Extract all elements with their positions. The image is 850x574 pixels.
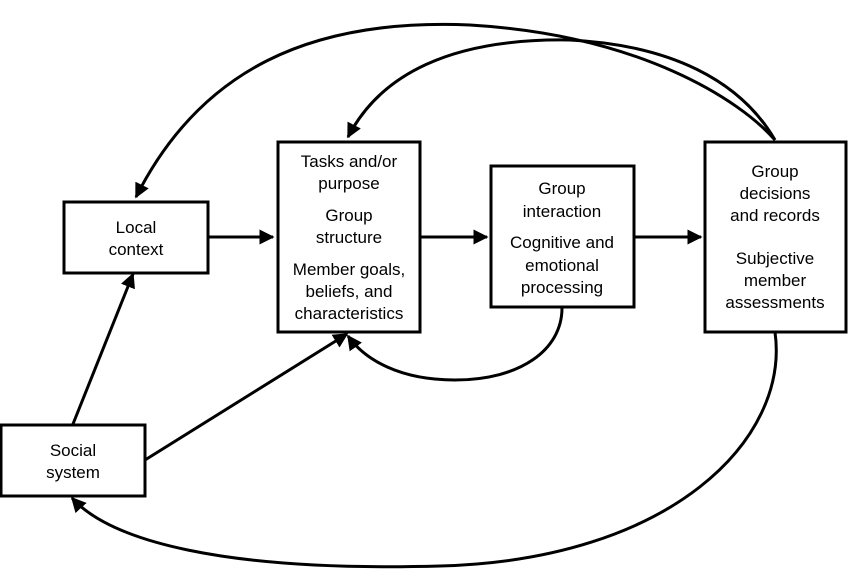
node-group-interaction: Group interaction Cognitive and emotiona… [489,164,636,309]
node-social-system: Social system [0,423,147,498]
node-group-decisions: Group decisions and records Subjective m… [703,140,848,334]
edge-decisions-to-tasks [346,38,777,141]
node-group-interaction-line: emotional [525,256,599,275]
node-group-interaction-line: interaction [523,202,601,221]
node-tasks-structure-line: purpose [318,174,379,193]
edge-decisions-to-social-system [70,331,778,569]
node-tasks-structure-line: Tasks and/or [301,152,398,171]
edges [70,22,778,569]
edge-social-to-tasks [144,332,349,462]
node-tasks-structure-line: characteristics [295,304,404,323]
edge-social-to-local-context [71,272,135,425]
node-tasks-structure-line: Group [325,206,372,225]
node-group-decisions-line: and records [730,206,820,225]
node-group-decisions-line: member [744,271,807,290]
node-local-context: Local context [62,200,210,275]
node-tasks-structure: Tasks and/or purpose Group structure Mem… [276,140,422,334]
node-group-decisions-line: assessments [725,293,824,312]
node-social-system-line: Social [50,441,96,460]
node-group-interaction-line: Group [538,179,585,198]
node-group-decisions-line: Group [751,162,798,181]
node-tasks-structure-line: beliefs, and [306,282,393,301]
node-tasks-structure-line: structure [316,228,382,247]
node-tasks-structure-line: Member goals, [293,260,405,279]
node-local-context-line: context [109,240,164,259]
node-local-context-line: Local [116,218,157,237]
node-group-interaction-line: Cognitive and [510,233,614,252]
edge-decisions-to-local-context [134,22,777,199]
node-social-system-line: system [46,463,100,482]
node-group-interaction-line: processing [521,278,603,297]
node-group-decisions-line: Subjective [736,249,814,268]
node-group-decisions-line: decisions [740,184,811,203]
edge-interaction-feedback-to-tasks [346,307,564,382]
